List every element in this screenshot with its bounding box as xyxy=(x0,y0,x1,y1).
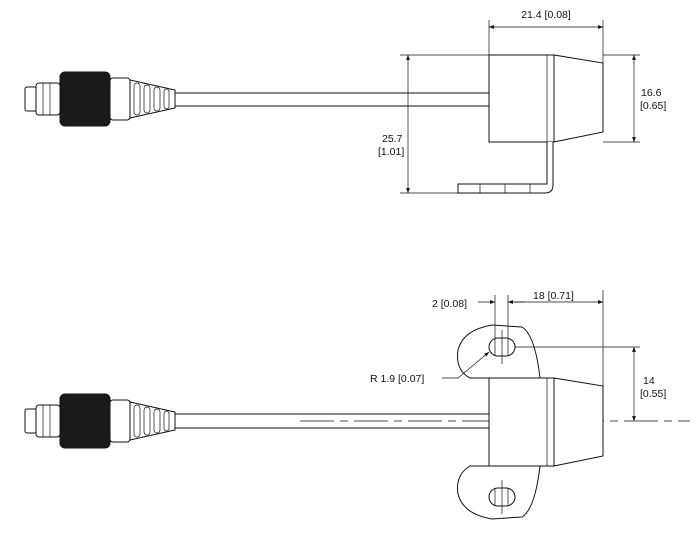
dim-spacing-18: 18 [0.71] xyxy=(508,290,604,386)
bottom-mounting-flange xyxy=(457,324,541,520)
dim-radius-label: R 1.9 [0.07] xyxy=(370,373,424,385)
bottom-connector xyxy=(24,393,176,449)
dim-slot-label: 2 [0.08] xyxy=(432,298,467,310)
dim-overall-25-7: 25.7 [1.01] xyxy=(378,54,489,194)
dim-overall-label-in: [1.01] xyxy=(378,146,404,158)
dim-offset-14: 14 [0.55] xyxy=(515,346,666,421)
dim-height-label-mm: 16.6 xyxy=(641,87,662,99)
dim-height-16-6: 16.6 [0.65] xyxy=(603,54,666,143)
bottom-view: 2 [0.08] 18 [0.71] R 1.9 [0.07] 14 [0.55… xyxy=(24,290,690,520)
dim-width-21-4: 21.4 [0.08] xyxy=(488,9,604,63)
top-sensor-body xyxy=(457,54,604,194)
dim-offset-label-mm: 14 xyxy=(643,375,655,387)
dim-width-label: 21.4 [0.08] xyxy=(521,9,571,21)
bottom-sensor-body xyxy=(488,377,604,467)
dim-offset-label-in: [0.55] xyxy=(640,388,666,400)
dim-spacing-label: 18 [0.71] xyxy=(533,290,574,302)
top-connector xyxy=(24,71,176,127)
dim-radius-1-9: R 1.9 [0.07] xyxy=(370,351,490,385)
dim-height-label-in: [0.65] xyxy=(640,100,666,112)
top-view: 21.4 [0.08] 16.6 [0.65] 25.7 [1.01] xyxy=(24,9,666,194)
dim-overall-label-mm: 25.7 xyxy=(382,133,403,145)
